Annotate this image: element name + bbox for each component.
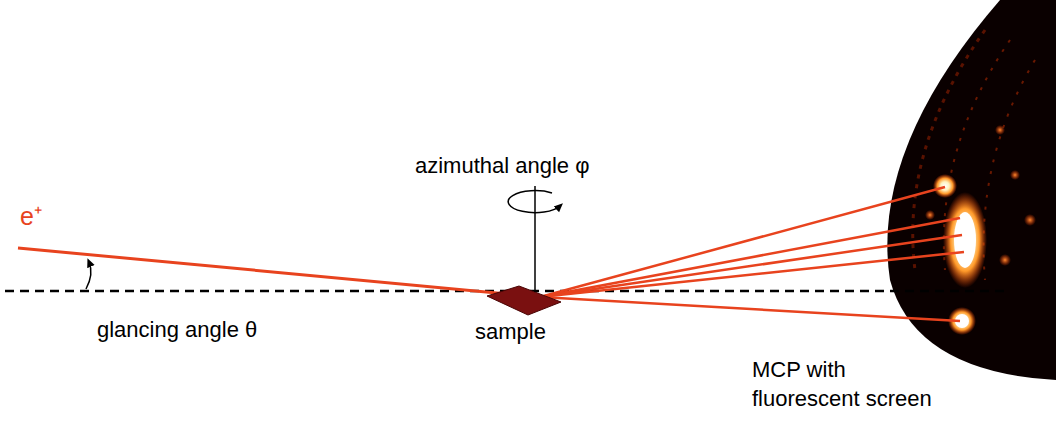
rotation-axis bbox=[534, 186, 536, 292]
particle-label: e⁺ bbox=[20, 200, 42, 233]
incident-beam bbox=[18, 248, 540, 297]
part-name: sample bbox=[475, 318, 546, 347]
diffracted-beams bbox=[540, 187, 964, 321]
rotation-arrow bbox=[508, 191, 560, 213]
sample-plate bbox=[487, 286, 561, 315]
angle-label: glancing angle θ bbox=[97, 316, 257, 345]
angle-label: azimuthal angle φ bbox=[415, 152, 589, 181]
mcp-screen bbox=[887, 0, 1056, 380]
angle-arrow bbox=[86, 262, 91, 289]
part-name: MCP with fluorescent screen bbox=[752, 356, 952, 413]
